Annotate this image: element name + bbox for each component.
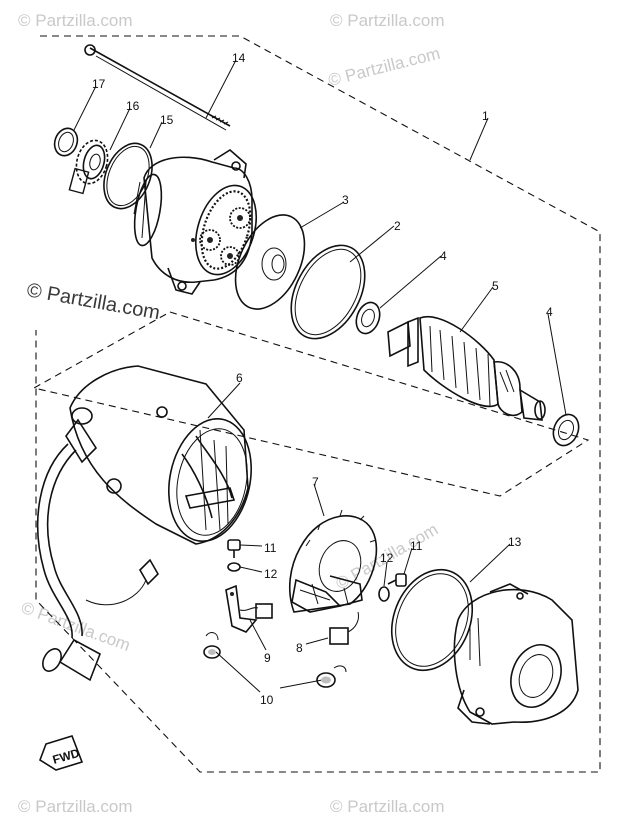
washer-icon xyxy=(552,413,580,447)
watermark-text: © Partzilla.com xyxy=(18,11,133,30)
callout-2: 2 xyxy=(394,219,401,233)
callout-4: 4 xyxy=(440,249,447,263)
callout-11: 11 xyxy=(264,541,277,555)
grommet-icon xyxy=(316,665,347,688)
callout-14: 14 xyxy=(232,51,246,65)
o-ring-icon xyxy=(290,244,366,340)
brush-holder-plate-icon xyxy=(288,509,378,613)
watermark-text: © Partzilla.com xyxy=(330,797,445,816)
gasket-icon xyxy=(234,214,306,310)
screw-icon xyxy=(227,539,241,558)
washer-icon xyxy=(227,562,241,572)
callout-7: 7 xyxy=(312,475,319,489)
callout-8: 8 xyxy=(296,641,303,655)
gear-icon xyxy=(68,139,109,195)
callout-5: 5 xyxy=(492,279,499,293)
callout-13: 13 xyxy=(508,535,522,549)
watermark-text: © Partzilla.com xyxy=(19,598,133,655)
callout-15: 15 xyxy=(160,113,174,127)
leader-lines xyxy=(73,59,567,693)
screw-icon xyxy=(387,573,407,587)
watermark-text: © Partzilla.com xyxy=(18,797,133,816)
watermark-text: © Partzilla.com xyxy=(25,279,162,324)
brush-icon xyxy=(329,611,359,645)
circlip-icon xyxy=(53,127,79,157)
brush-icon xyxy=(225,584,273,633)
callout-17: 17 xyxy=(92,77,106,91)
callout-10: 10 xyxy=(260,693,274,707)
callout-9: 9 xyxy=(264,651,271,665)
callout-4: 4 xyxy=(546,305,553,319)
watermark-text: © Partzilla.com xyxy=(326,44,442,90)
armature-icon xyxy=(387,315,546,421)
callout-16: 16 xyxy=(126,99,140,113)
washer-icon xyxy=(355,301,381,335)
callout-1: 1 xyxy=(482,109,489,123)
end-cover-icon xyxy=(453,583,579,725)
yoke-housing-icon xyxy=(36,365,252,682)
watermark-text: © Partzilla.com xyxy=(330,11,445,30)
fwd-direction-badge: FWD xyxy=(39,735,84,771)
callout-6: 6 xyxy=(236,371,243,385)
callout-12: 12 xyxy=(380,551,394,565)
gear-housing-icon xyxy=(133,149,257,295)
o-ring-icon xyxy=(390,568,474,672)
grommet-icon xyxy=(203,632,221,659)
callout-labels: 1 2 3 4 5 4 6 7 11 12 9 8 10 12 11 13 14… xyxy=(92,51,553,707)
callout-11: 11 xyxy=(410,539,423,553)
callout-12: 12 xyxy=(264,567,278,581)
washer-icon xyxy=(378,586,390,602)
callout-3: 3 xyxy=(342,193,349,207)
yoke-group-outline xyxy=(32,311,590,497)
through-bolt-icon xyxy=(84,44,231,131)
